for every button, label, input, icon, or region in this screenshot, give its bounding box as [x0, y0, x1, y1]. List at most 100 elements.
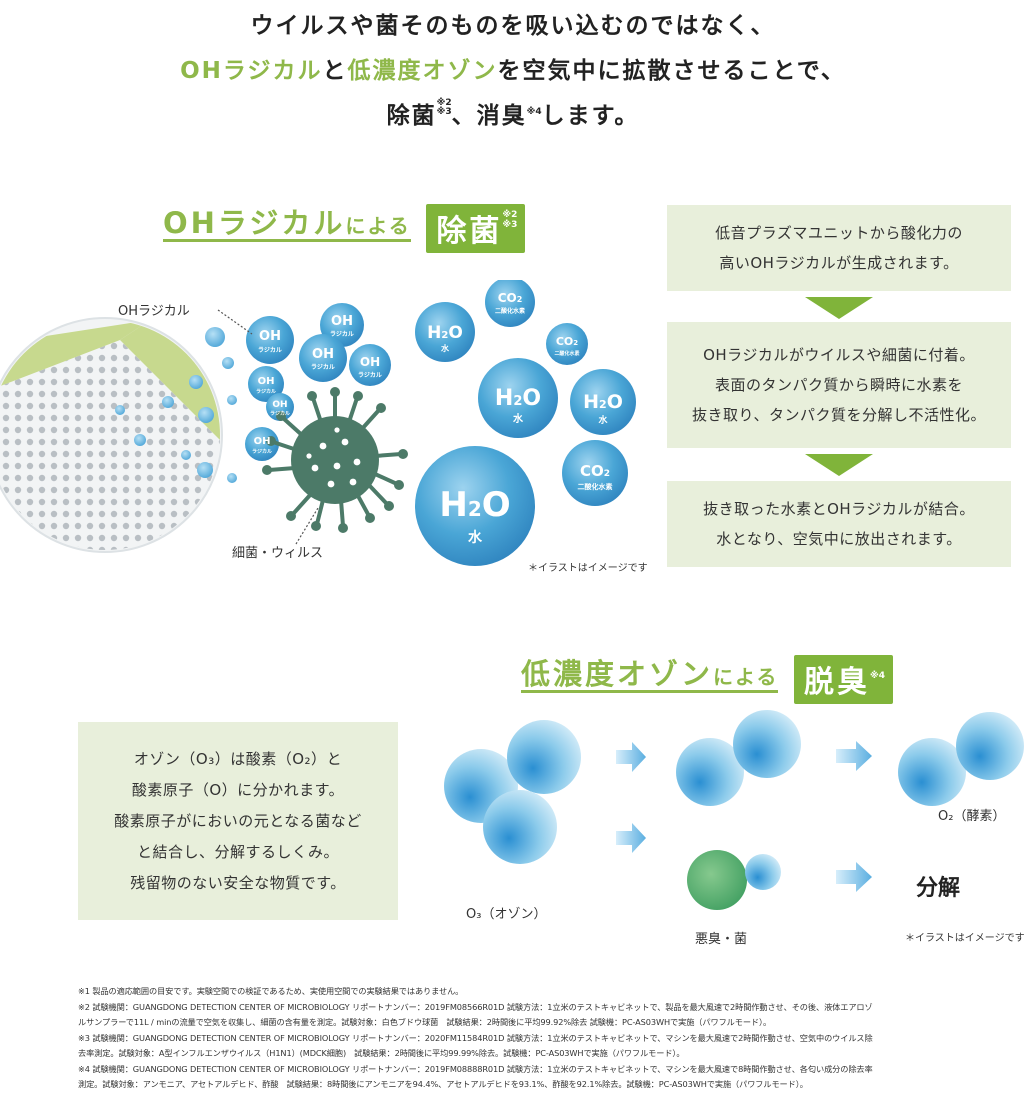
headline-low-ozone: 低濃度オゾン [347, 58, 498, 84]
o3-molecule-icon [444, 720, 581, 864]
oh-sub-2: ラジカル [330, 331, 354, 338]
ozone-illustration-note: ＊イラストはイメージです [905, 933, 1025, 944]
virus-leader-line [295, 507, 319, 545]
sterilize-badge: 除菌※2※3 [426, 204, 526, 253]
o2-label: O₂（酵素） [938, 809, 1006, 824]
headline-line-3: 除菌※2※3、消臭※4します。 [0, 94, 1026, 139]
oh-label-1: OH [259, 329, 281, 344]
headline-sterilize: 除菌 [386, 103, 437, 129]
o3-label: O₃（オゾン） [466, 907, 547, 922]
oh-title-main: OHラジカル [163, 206, 346, 240]
footnote-1: ※1 製品の適応範囲の目安です。実験空間での検証であるため、実使用空間での実験結… [78, 986, 464, 996]
oh-label-6: OH [272, 400, 287, 410]
h2o-label-large: H2O [439, 485, 510, 525]
headline-line-2-end: を空気中に拡散させることで、 [497, 58, 846, 84]
oh-label-5: OH [258, 376, 275, 387]
headline-ref-3: ※3 [436, 107, 452, 117]
arrow-icon-3 [836, 741, 872, 771]
filter-icon [0, 317, 223, 553]
step-2: OHラジカルがウイルスや細菌に付着。 表面のタンパク質から瞬時に水素を 抜き取り… [667, 322, 1011, 448]
deodorize-badge: 脱臭※4 [794, 655, 894, 704]
oh-label-7: OH [254, 436, 271, 447]
arrow-icon-4 [836, 862, 872, 892]
oh-sub-3: ラジカル [311, 364, 335, 371]
ozone-explanation: オゾン（O₃）は酸素（O₂）と 酸素原子（O）に分かれます。 酸素原子がにおいの… [78, 722, 398, 920]
co2-sub-mid: 二酸化水素 [554, 350, 579, 357]
o2-molecule-icon-right [898, 712, 1024, 806]
headline-line-1: ウイルスや菌そのものを吸い込むのではなく、 [250, 13, 776, 39]
oh-label-4: OH [360, 355, 380, 369]
step-2-text: OHラジカルがウイルスや細菌に付着。 表面のタンパク質から瞬時に水素を 抜き取り… [692, 346, 986, 424]
oh-sub-5: ラジカル [256, 388, 276, 395]
h2o-label-mid: H2O [495, 386, 541, 411]
oh-radical-label: OHラジカル [118, 304, 190, 319]
co2-bubble-top [485, 280, 535, 327]
co2-sub-bottom: 二酸化水素 [578, 482, 613, 491]
o2-molecule-icon-middle [676, 710, 801, 806]
virus-label: 細菌・ウィルス [232, 546, 324, 561]
step-arrow-2 [805, 454, 873, 476]
step-arrow-1 [805, 297, 873, 319]
h2o-sub-large: 水 [468, 529, 483, 546]
footnote-4: ※4 試験機関：GUANGDONG DETECTION CENTER OF MI… [78, 1063, 873, 1074]
deodorize-badge-text: 脱臭 [804, 665, 870, 700]
step-3-text: 抜き取った水素とOHラジカルが結合。 水となり、空気中に放出されます。 [703, 500, 975, 548]
oh-radical-bubbles [245, 303, 391, 461]
sterilize-ref-3: ※3 [502, 220, 518, 230]
bubble-labels: OH ラジカル OH ラジカル OH ラジカル OH ラジカル OH ラジカル … [252, 291, 623, 546]
oh-sub-7: ラジカル [252, 448, 272, 455]
h2o-sub-right: 水 [598, 414, 608, 426]
ozone-title-particle: による [713, 665, 779, 689]
arrow-icon-1 [616, 742, 646, 772]
ozone-illustration [444, 710, 1024, 910]
co2-bubble-mid [546, 323, 588, 365]
footnote-3-cont: 去率測定。試験対象：A型インフルエンザウイルス（H1N1）(MDCK細胞) 試験… [78, 1048, 685, 1058]
deodorize-ref-4: ※4 [870, 671, 886, 681]
footnote-2: ※2 試験機関：GUANGDONG DETECTION CENTER OF MI… [78, 1001, 873, 1012]
footnote-4-cont: 測定。試験対象：アンモニア、アセトアルデヒド、酢酸 試験結果：8時間後にアンモニ… [78, 1079, 808, 1089]
oh-label-2: OH [331, 314, 353, 329]
droplets [115, 327, 237, 483]
h2o-sub-mid: 水 [512, 412, 524, 425]
oh-label-3: OH [312, 347, 334, 362]
oh-title-particle: による [345, 214, 411, 238]
co2-bubble-bottom [562, 440, 628, 506]
oh-radical-illustration: OH ラジカル OH ラジカル OH ラジカル OH ラジカル OH ラジカル … [0, 280, 636, 566]
oh-section-title: OHラジカルによる 除菌※2※3 [163, 200, 526, 253]
oh-leader-line [217, 309, 253, 335]
headline-footnote-ref-4: ※4 [526, 107, 542, 117]
sterilize-badge-refs: ※2※3 [502, 210, 517, 230]
oh-illustration-note: ＊イラストはイメージです [528, 563, 648, 574]
sterilize-ref-2: ※2 [502, 210, 518, 220]
co2-label-top: CO2 [498, 291, 523, 305]
headline: ウイルスや菌そのものを吸い込むのではなく、 OHラジカルと低濃度オゾンを空気中に… [0, 4, 1026, 139]
arrow-icon-2 [616, 823, 646, 853]
odor-bacteria-label: 悪臭・菌 [695, 932, 748, 947]
ozone-title-underline: 低濃度オゾンによる [521, 657, 779, 693]
sterilize-badge-text: 除菌 [436, 214, 503, 249]
h2o-bubble-right [570, 369, 636, 435]
reaction-arrows [616, 741, 872, 892]
co2-sub-top: 二酸化水素 [495, 307, 525, 315]
h2o-label-right: H2O [583, 391, 623, 413]
h2o-label-small: H2O [427, 323, 463, 343]
ozone-title-main: 低濃度オゾン [521, 657, 714, 691]
footnotes: ※1 製品の適応範囲の目安です。実験空間での検証であるため、実使用空間での実験結… [78, 984, 1008, 1093]
h2o-sub-small: 水 [440, 343, 450, 353]
headline-oh-radical: OHラジカル [180, 58, 323, 84]
ozone-section-title: 低濃度オゾンによる 脱臭※4 [521, 651, 894, 704]
step-1: 低音プラズマユニットから酸化力の 高いOHラジカルが生成されます。 [667, 205, 1011, 291]
ozone-explanation-text: オゾン（O₃）は酸素（O₂）と 酸素原子（O）に分かれます。 酸素原子がにおいの… [114, 749, 362, 892]
step-3: 抜き取った水素とOHラジカルが結合。 水となり、空気中に放出されます。 [667, 481, 1011, 567]
headline-end: します。 [541, 103, 640, 129]
h2o-bubble-large [415, 446, 535, 566]
decomposition-label: 分解 [916, 876, 961, 901]
headline-deodorize: 、消臭 [451, 103, 527, 129]
virus-icon [262, 387, 408, 533]
footnote-2-cont: ルサンプラーで11L / minの流量で空気を収集し、細菌の含有量を測定。試験対… [78, 1017, 772, 1027]
oh-sub-4: ラジカル [358, 372, 382, 379]
headline-line-2: OHラジカルと低濃度オゾンを空気中に拡散させることで、 [0, 49, 1026, 94]
footnote-3: ※3 試験機関：GUANGDONG DETECTION CENTER OF MI… [78, 1032, 873, 1043]
molecule-bubbles [415, 280, 636, 566]
odor-bacteria-icon [687, 850, 781, 910]
